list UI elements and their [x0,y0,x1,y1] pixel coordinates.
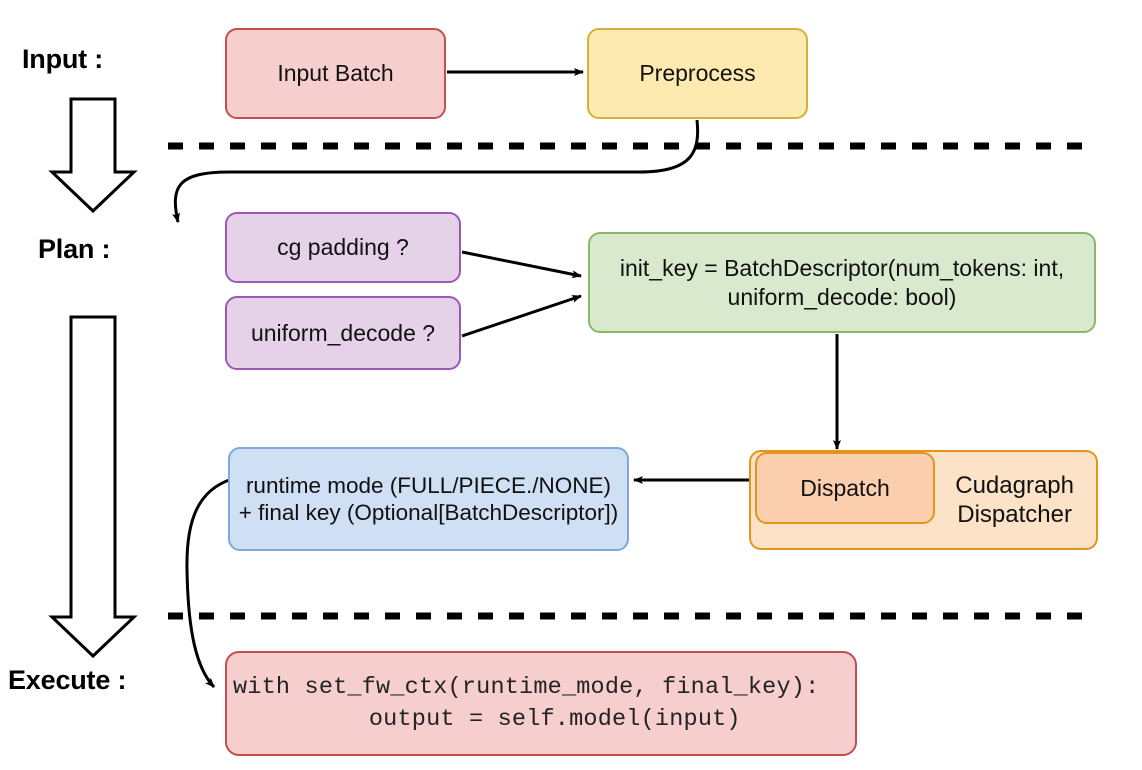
stage-label-plan: Plan : [38,234,111,264]
connector-runtime-mode-to-execute-code [185,477,233,689]
stage-label-execute: Execute : [8,665,127,695]
node-uniform-decode[interactable]: uniform_decode ? [225,296,461,370]
node-cg-padding[interactable]: cg padding ? [225,212,461,283]
stage-label-input: Input : [22,44,104,74]
connector-cg-padding-to-init-key [461,250,582,279]
node-runtime-mode[interactable]: runtime mode (FULL/PIECE./NONE) + final … [228,447,629,551]
node-init-key[interactable]: init_key = BatchDescriptor(num_tokens: i… [588,232,1096,333]
node-execute-code[interactable]: with set_fw_ctx(runtime_mode, final_key)… [225,651,857,756]
block-arrow-plan-to-execute [48,315,138,659]
connector-uniform-decode-to-init-key [461,294,582,338]
connector-preprocess-to-cg-padding [172,119,700,223]
node-preprocess[interactable]: Preprocess [587,28,808,119]
node-dispatch[interactable]: Dispatch [755,452,935,524]
block-arrow-input-to-plan [48,97,138,214]
node-input-batch[interactable]: Input Batch [225,28,446,119]
